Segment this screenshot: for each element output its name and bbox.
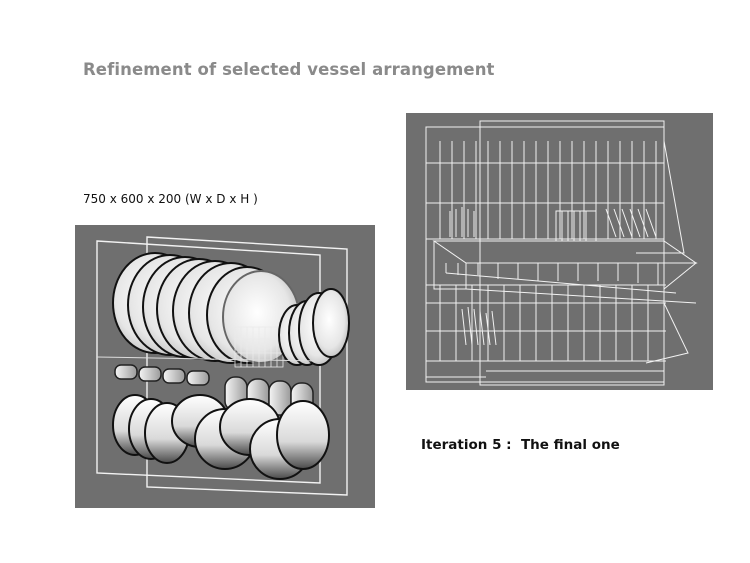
- wireframe-rack-render: [406, 113, 713, 390]
- shaded-rack-illustration: [96, 236, 350, 496]
- shaded-rack-render: [75, 225, 375, 508]
- dimensions-label: 750 x 600 x 200 (W x D x H ): [83, 192, 258, 206]
- wireframe-rack-illustration: [425, 120, 698, 386]
- iteration-caption: Iteration 5 : The final one: [421, 437, 620, 453]
- slide-title: Refinement of selected vessel arrangemen…: [83, 60, 495, 79]
